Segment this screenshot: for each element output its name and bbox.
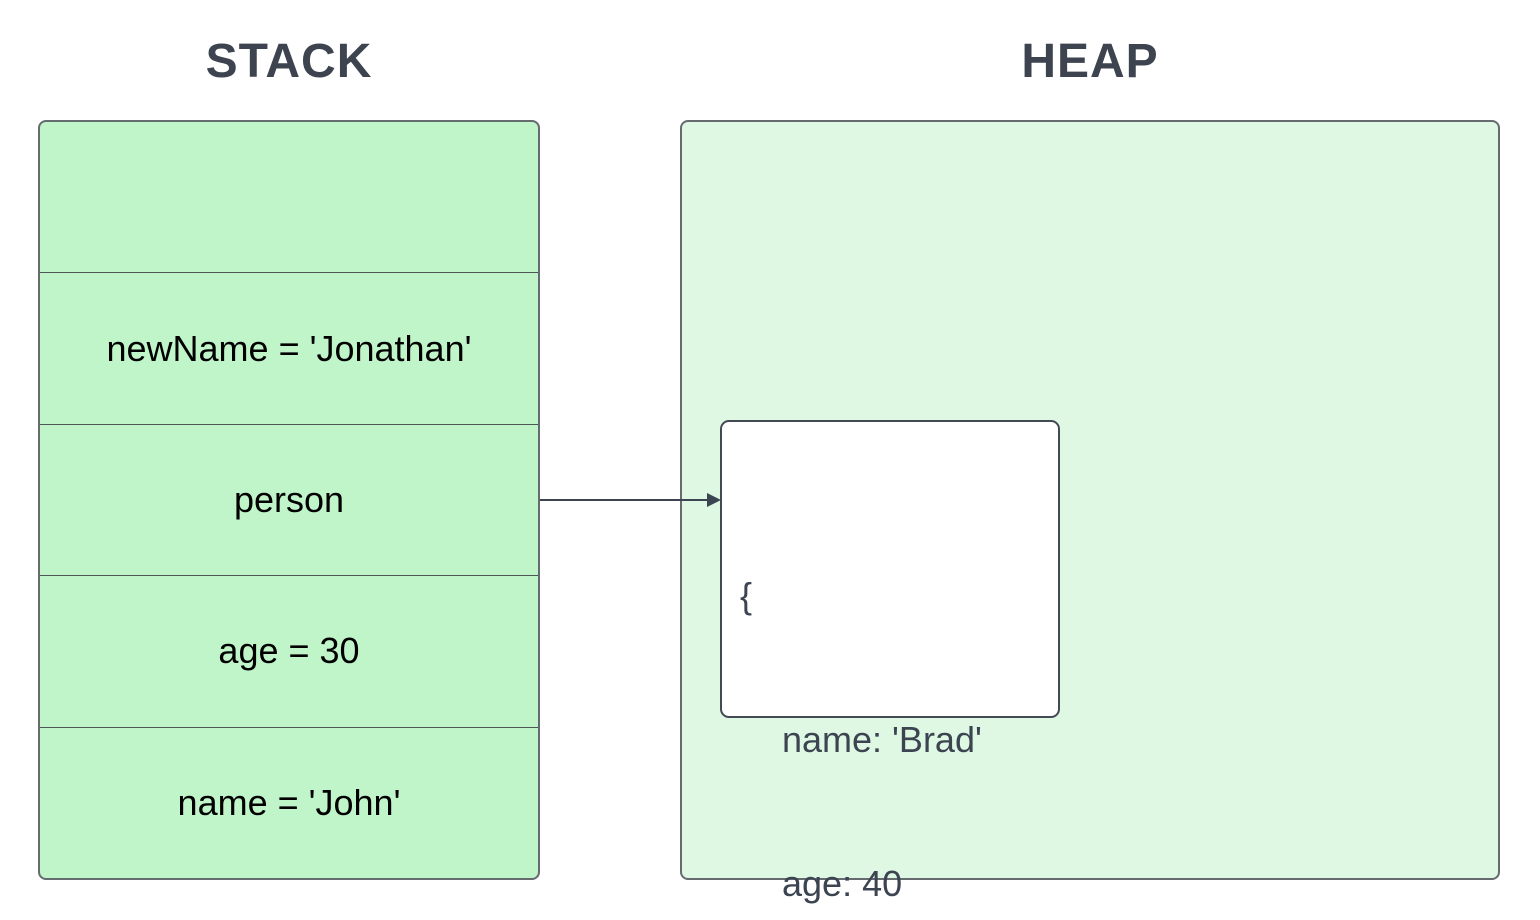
heap-object-box: { name: 'Brad' age: 40 } [720, 420, 1060, 904]
object-property-age: age: 40 [782, 863, 903, 904]
stack-frame-name: name = 'John' [40, 726, 538, 878]
object-open-brace: { [740, 575, 753, 616]
stack-panel: newName = 'Jonathan' person age = 30 nam… [38, 120, 540, 880]
stack-frame-newname: newName = 'Jonathan' [40, 272, 538, 423]
stack-frame-empty [40, 122, 538, 272]
object-property-name: name: 'Brad' [782, 719, 982, 760]
pointer-arrow [540, 493, 721, 507]
stack-frame-person: person [40, 423, 538, 575]
heap-title: HEAP [1021, 35, 1159, 88]
stack-frame-age: age = 30 [40, 575, 538, 726]
heap-panel: { name: 'Brad' age: 40 } [680, 120, 1500, 904]
stack-title: STACK [205, 35, 373, 88]
